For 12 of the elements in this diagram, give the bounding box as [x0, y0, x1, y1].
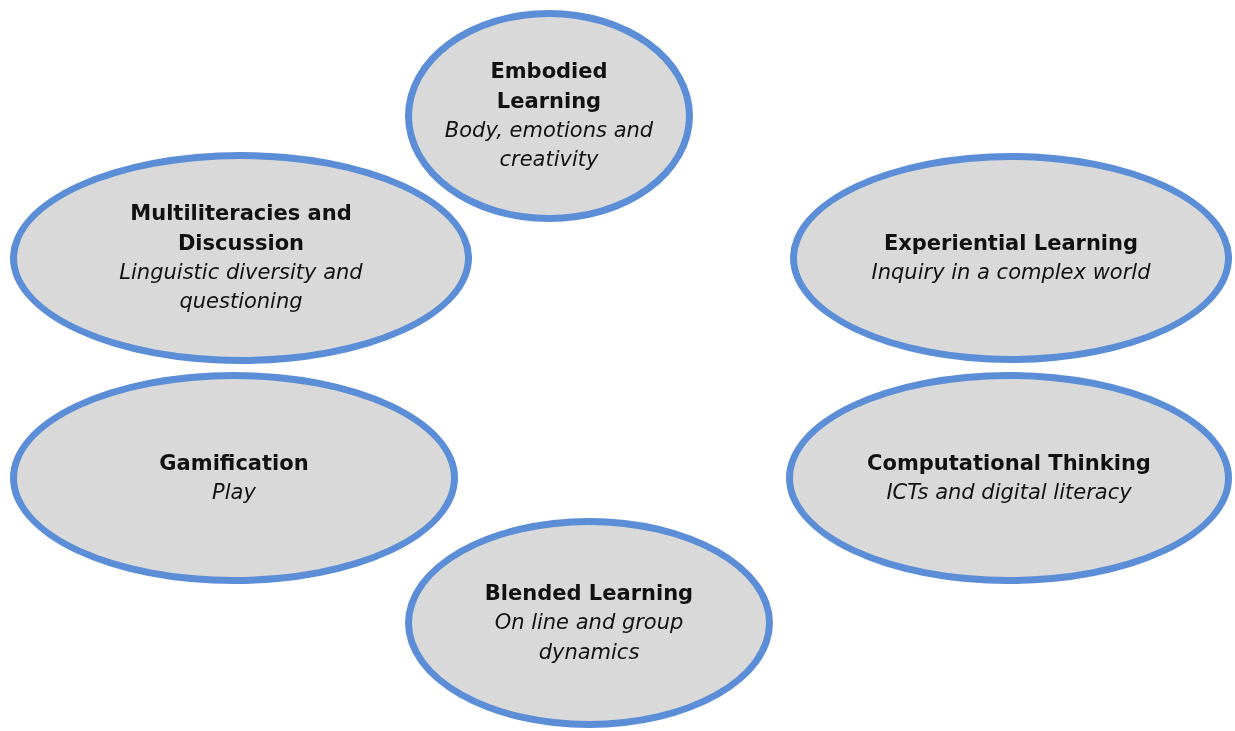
node-description: Body, emotions and creativity [443, 117, 655, 174]
node-description: Linguistic diversity and questioning [118, 259, 364, 316]
node-heading: Blended Learning [484, 579, 694, 607]
node-heading: Experiential Learning [883, 229, 1139, 257]
node-heading: Gamification [159, 449, 309, 477]
node-description: ICTs and digital literacy [886, 479, 1132, 506]
node-heading: Multiliteracies and Discussion [129, 200, 353, 257]
node-description: On line and group dynamics [493, 609, 685, 666]
node-heading: Embodied Learning [489, 58, 609, 115]
node-heading: Computational Thinking [867, 449, 1151, 477]
node-description: Play [212, 479, 256, 506]
node-description: Inquiry in a complex world [871, 259, 1151, 286]
